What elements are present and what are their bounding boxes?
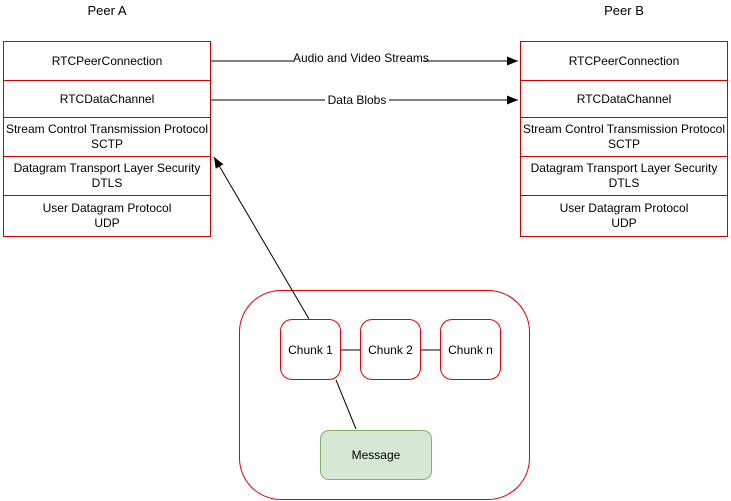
peer-b-layer-udp: User Datagram Protocol UDP <box>520 195 728 237</box>
peer-a-layer-rtcpeerconnection: RTCPeerConnection <box>3 41 211 81</box>
layer-abbr: DTLS <box>608 176 640 190</box>
chunk-2-box: Chunk 2 <box>360 319 421 380</box>
layer-abbr: SCTP <box>90 137 123 151</box>
peer-b-protocol-stack: RTCPeerConnection RTCDataChannel Stream … <box>520 41 728 237</box>
audio-video-streams-label: Audio and Video Streams <box>293 51 429 65</box>
peer-b-layer-rtcpeerconnection: RTCPeerConnection <box>520 41 728 81</box>
layer-name: RTCDataChannel <box>576 91 672 106</box>
layer-abbr: UDP <box>611 216 637 230</box>
chunk-label: Chunk 2 <box>368 342 413 357</box>
peer-a-layer-dtls: Datagram Transport Layer Security DTLS <box>3 156 211 196</box>
layer-abbr: SCTP <box>607 137 640 151</box>
data-blobs-label: Data Blobs <box>325 93 389 107</box>
message-box: Message <box>320 430 432 480</box>
layer-name: User Datagram Protocol <box>559 201 689 215</box>
layer-abbr: UDP <box>94 216 120 230</box>
peer-a-protocol-stack: RTCPeerConnection RTCDataChannel Stream … <box>3 41 211 237</box>
peer-a-title: Peer A <box>87 3 127 18</box>
peer-b-layer-rtcdatachannel: RTCDataChannel <box>520 80 728 118</box>
peer-b-layer-sctp: Stream Control Transmission Protocol SCT… <box>520 117 728 157</box>
layer-name: Stream Control Transmission Protocol <box>5 122 209 136</box>
layer-name: Datagram Transport Layer Security <box>13 161 201 175</box>
chunk-label: Chunk 1 <box>288 342 333 357</box>
chunk-1-box: Chunk 1 <box>280 319 341 380</box>
layer-name: RTCPeerConnection <box>51 53 163 68</box>
layer-abbr: DTLS <box>91 176 123 190</box>
layer-name: RTCPeerConnection <box>568 53 680 68</box>
peer-a-layer-udp: User Datagram Protocol UDP <box>3 195 211 237</box>
peer-a-layer-rtcdatachannel: RTCDataChannel <box>3 80 211 118</box>
layer-name: Datagram Transport Layer Security <box>530 161 718 175</box>
peer-a-layer-sctp: Stream Control Transmission Protocol SCT… <box>3 117 211 157</box>
message-label: Message <box>351 448 401 462</box>
peer-b-title: Peer B <box>604 3 644 18</box>
layer-name: RTCDataChannel <box>59 91 155 106</box>
chunk-label: Chunk n <box>448 342 493 357</box>
layer-name: User Datagram Protocol <box>42 201 172 215</box>
peer-b-layer-dtls: Datagram Transport Layer Security DTLS <box>520 156 728 196</box>
chunk-n-box: Chunk n <box>440 319 501 380</box>
layer-name: Stream Control Transmission Protocol <box>522 122 726 136</box>
